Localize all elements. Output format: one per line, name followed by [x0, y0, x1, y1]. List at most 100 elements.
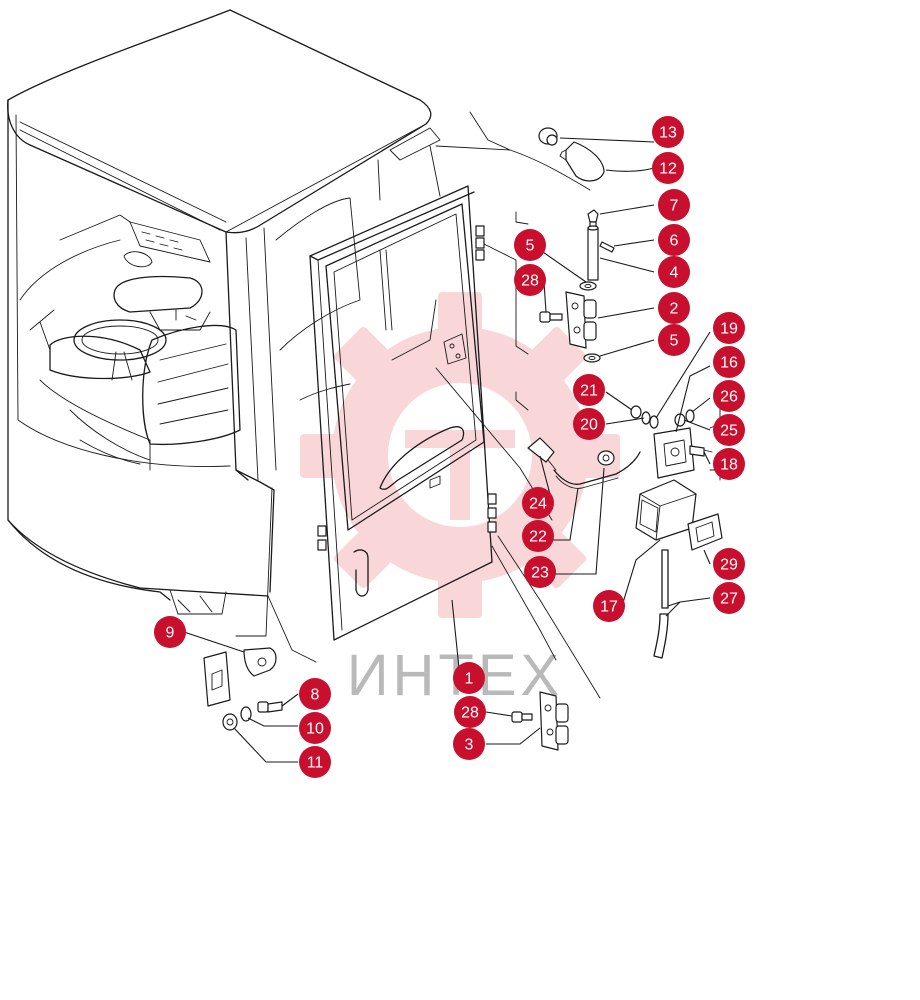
- callout-number: 23: [531, 565, 549, 582]
- part-28-bolt-upper: [539, 311, 563, 323]
- callout-number: 17: [600, 599, 618, 616]
- callout-circle: [713, 582, 745, 614]
- callout-28: 28: [514, 264, 546, 296]
- callout-4: 4: [658, 256, 690, 288]
- callout-number: 1: [465, 671, 474, 688]
- callout-16: 16: [713, 346, 745, 378]
- callout-19: 19: [713, 312, 745, 344]
- callout-circle: [522, 487, 554, 519]
- callout-number: 5: [670, 333, 679, 350]
- part-27-tube: [653, 549, 669, 659]
- part-16-latch-plate: [653, 427, 695, 479]
- callout-circle: [299, 678, 331, 710]
- callout-circle: [453, 728, 485, 760]
- callout-circle: [658, 256, 690, 288]
- callout-number: 2: [670, 301, 679, 318]
- callout-7: 7: [658, 189, 690, 221]
- callout-number: 28: [461, 705, 479, 722]
- callout-number: 7: [670, 198, 679, 215]
- callout-number: 6: [670, 233, 679, 250]
- callout-number: 22: [529, 529, 547, 546]
- callout-23: 23: [524, 556, 556, 588]
- callout-number: 19: [720, 321, 738, 338]
- callout-circle: [522, 520, 554, 552]
- callout-circle: [573, 374, 605, 406]
- callout-circle: [652, 116, 684, 148]
- callout-number: 13: [659, 125, 677, 142]
- part-23-bushing: [597, 450, 615, 466]
- callout-22: 22: [522, 520, 554, 552]
- callout-circle: [453, 662, 485, 694]
- part-11-nut: [222, 713, 238, 731]
- callout-number: 8: [311, 687, 320, 704]
- part-8-bolt: [257, 701, 283, 713]
- callout-circle: [514, 264, 546, 296]
- callout-21: 21: [573, 374, 605, 406]
- callout-28: 28: [454, 696, 486, 728]
- callout-number: 27: [720, 591, 738, 608]
- callout-8: 8: [299, 678, 331, 710]
- callout-number: 10: [306, 721, 324, 738]
- callout-number: 21: [580, 383, 598, 400]
- callout-circle: [713, 312, 745, 344]
- callout-3: 3: [453, 728, 485, 760]
- callout-circle: [658, 324, 690, 356]
- callout-number: 9: [166, 625, 175, 642]
- callout-circle: [658, 189, 690, 221]
- cab-door: [309, 185, 553, 641]
- callout-number: 16: [720, 355, 738, 372]
- callout-circle: [713, 346, 745, 378]
- callout-2: 2: [658, 292, 690, 324]
- callout-number: 20: [580, 417, 598, 434]
- part-5-washer-lower: [583, 353, 601, 363]
- callout-circle: [154, 616, 186, 648]
- part-6-pin: [599, 241, 615, 253]
- callout-number: 4: [670, 265, 679, 282]
- callout-27: 27: [713, 582, 745, 614]
- callout-number: 5: [526, 238, 535, 255]
- callout-10: 10: [299, 712, 331, 744]
- callout-circle: [713, 548, 745, 580]
- part-17-lock: [635, 479, 697, 541]
- callout-26: 26: [713, 380, 745, 412]
- part-9-bracket: [243, 647, 277, 677]
- watermark-text: ИНТЕХ: [347, 643, 563, 708]
- part-5-washer-upper: [579, 281, 597, 291]
- callout-number: 25: [720, 423, 738, 440]
- part-29-gasket: [687, 513, 723, 551]
- callout-1: 1: [453, 662, 485, 694]
- callout-circle: [299, 746, 331, 778]
- callout-18: 18: [713, 448, 745, 480]
- callout-circle: [593, 590, 625, 622]
- part-21-nut: [630, 405, 642, 419]
- callout-number: 3: [465, 737, 474, 754]
- mounting-plate: [203, 651, 231, 707]
- callout-9: 9: [154, 616, 186, 648]
- callout-number: 26: [720, 389, 738, 406]
- callout-number: 18: [720, 457, 738, 474]
- cab-body: [7, 9, 441, 615]
- callout-labels: 1234556789101112131617181920212223242526…: [154, 116, 745, 778]
- callout-number: 28: [521, 273, 539, 290]
- part-13-cap: [538, 127, 558, 146]
- callout-circle: [573, 408, 605, 440]
- callout-circle: [652, 152, 684, 184]
- callout-11: 11: [299, 746, 331, 778]
- callout-17: 17: [593, 590, 625, 622]
- part-12-knob: [559, 141, 605, 182]
- part-3-lower-hinge: [539, 691, 569, 751]
- callout-circle: [658, 224, 690, 256]
- part-28-bolt-lower: [511, 711, 533, 723]
- part-10-washer: [240, 706, 252, 722]
- callout-circle: [658, 292, 690, 324]
- part-19-washer: [649, 415, 659, 429]
- callout-circle: [713, 448, 745, 480]
- callout-number: 24: [529, 496, 547, 513]
- callout-circle: [713, 414, 745, 446]
- callout-20: 20: [573, 408, 605, 440]
- callout-12: 12: [652, 152, 684, 184]
- part-18-screw: [689, 445, 713, 457]
- callout-circle: [299, 712, 331, 744]
- callout-number: 11: [307, 755, 324, 772]
